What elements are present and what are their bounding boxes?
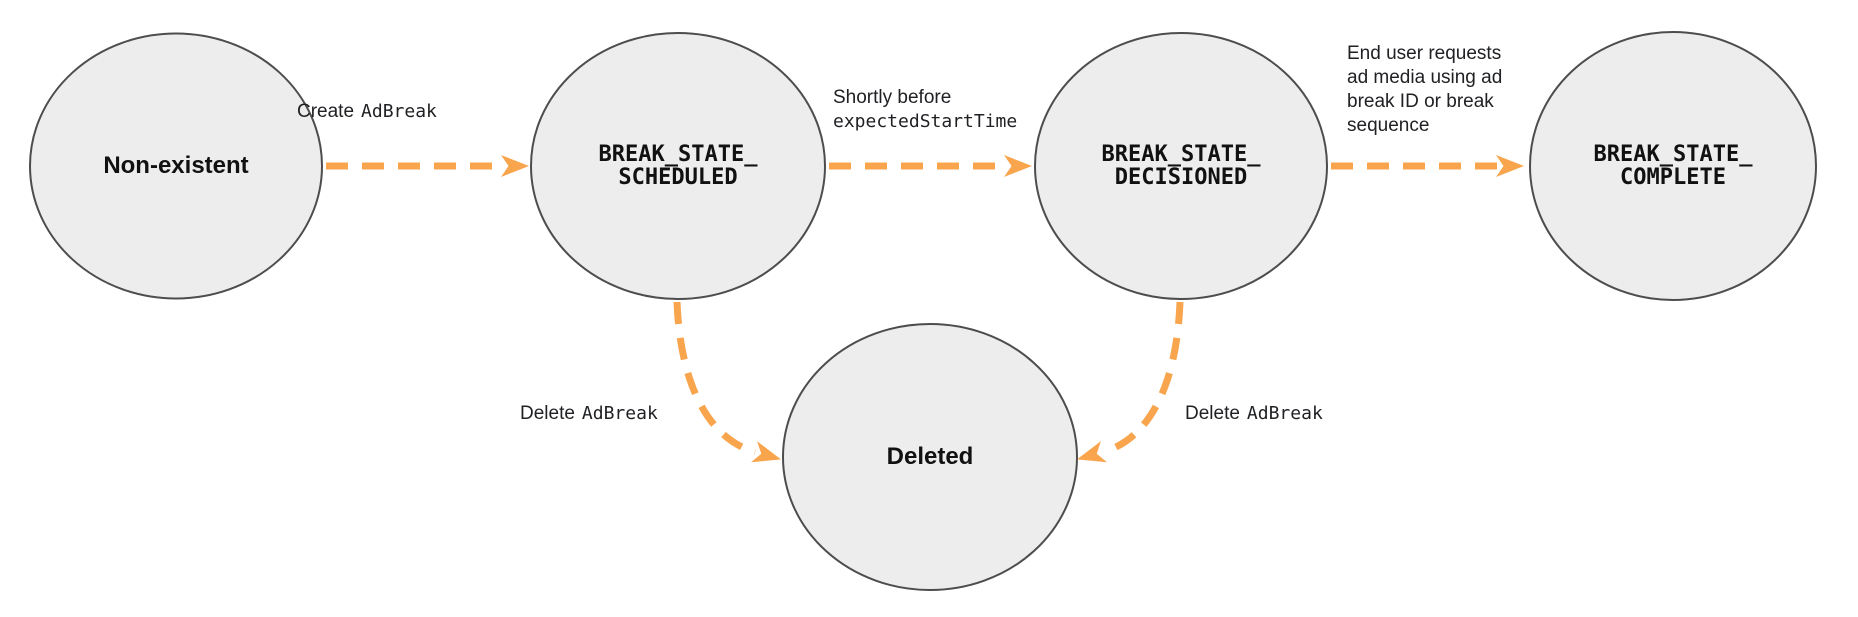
node-ellipse-non-existent bbox=[29, 32, 323, 300]
transition-label-code: AdBreak bbox=[361, 101, 437, 122]
transition-arrow-delete-from-scheduled bbox=[673, 301, 781, 463]
node-label-line: BREAK_STATE_ bbox=[1593, 142, 1753, 167]
node-label-line: SCHEDULED bbox=[618, 165, 738, 190]
node-ellipse-break-state-decisioned bbox=[1034, 32, 1328, 300]
transition-label-shortly-before: Shortly before expectedStartTime bbox=[833, 86, 1017, 134]
node-label-line: DECISIONED bbox=[1114, 165, 1248, 190]
node-label-break-state-decisioned: BREAK_STATE_ DECISIONED bbox=[1035, 33, 1327, 299]
node-label-break-state-scheduled: BREAK_STATE_ SCHEDULED bbox=[531, 33, 825, 299]
node-ellipse-break-state-complete bbox=[1529, 31, 1817, 301]
transition-label-line: ad media using ad bbox=[1347, 67, 1503, 88]
transition-label-plain: Delete bbox=[520, 403, 575, 424]
node-label-text: Non-existent bbox=[103, 152, 249, 179]
transition-label-code: AdBreak bbox=[1246, 403, 1323, 424]
node-ellipse-deleted bbox=[782, 323, 1078, 591]
transition-label-plain: Delete bbox=[1185, 403, 1240, 424]
node-label-break-state-complete: BREAK_STATE_ COMPLETE bbox=[1530, 32, 1816, 300]
transition-label-line: End user requests bbox=[1347, 43, 1502, 64]
node-ellipse-break-state-scheduled bbox=[530, 32, 826, 300]
transition-arrow-delete-from-decisioned bbox=[1077, 301, 1184, 463]
node-label-non-existent: Non-existent bbox=[30, 34, 322, 298]
node-label-line: BREAK_STATE_ bbox=[1101, 142, 1261, 167]
transition-label-plain: Shortly before bbox=[833, 87, 952, 108]
node-label-line: BREAK_STATE_ bbox=[598, 142, 758, 167]
transition-label-code: AdBreak bbox=[581, 403, 658, 424]
transition-label-create-adbreak: Create AdBreak bbox=[297, 100, 437, 124]
transition-label-plain: Create bbox=[297, 101, 355, 122]
transition-label-line: sequence bbox=[1347, 115, 1430, 136]
transition-label-line: break ID or break bbox=[1347, 91, 1494, 112]
node-label-line: COMPLETE bbox=[1620, 165, 1726, 190]
transition-label-delete-from-decisioned: Delete AdBreak bbox=[1185, 402, 1323, 426]
transition-label-end-user-requests: End user requests ad media using ad brea… bbox=[1347, 42, 1502, 138]
transition-label-delete-from-scheduled: Delete AdBreak bbox=[520, 402, 658, 426]
transition-label-code: expectedStartTime bbox=[833, 111, 1018, 132]
node-label-deleted: Deleted bbox=[783, 324, 1077, 590]
node-label-text: Deleted bbox=[886, 443, 974, 470]
